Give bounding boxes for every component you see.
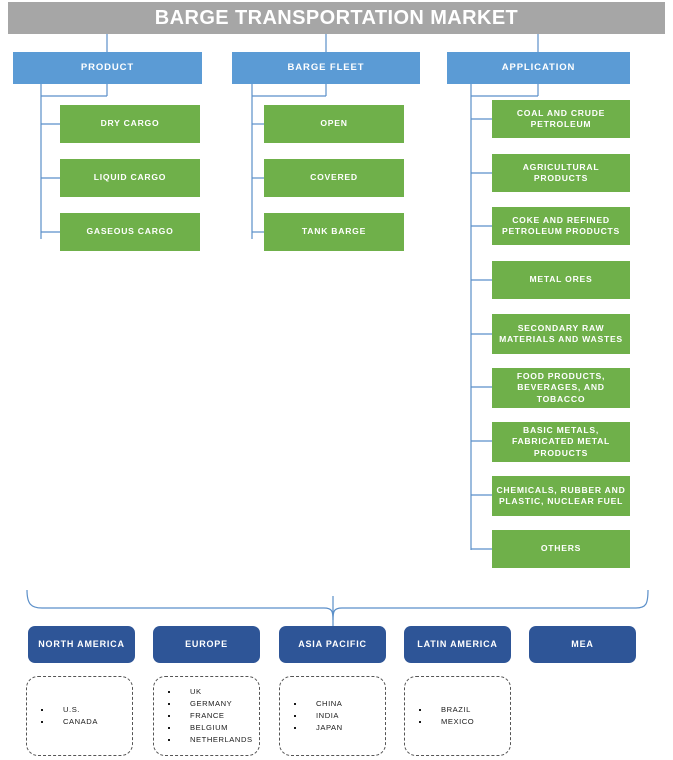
leaf-label: METAL ORES — [529, 274, 593, 285]
country-item: CHINA — [294, 698, 343, 710]
country-item: CANADA — [41, 716, 98, 728]
leaf-application-basic-fabricated-metals[interactable]: BASIC METALS, FABRICATED METAL PRODUCTS — [492, 422, 630, 462]
leaf-label: FOOD PRODUCTS, BEVERAGES, AND TOBACCO — [516, 371, 606, 404]
leaf-fleet-open[interactable]: OPEN — [264, 105, 404, 143]
leaf-label: DRY CARGO — [100, 118, 160, 129]
leaf-fleet-tank-barge[interactable]: TANK BARGE — [264, 213, 404, 251]
leaf-label: CHEMICALS, RUBBER AND PLASTIC, NUCLEAR F… — [496, 484, 626, 506]
country-item: FRANCE — [168, 710, 253, 722]
segment-header-application-label: APPLICATION — [501, 61, 576, 73]
region-label: MEA — [571, 638, 594, 649]
leaf-label: GASEOUS CARGO — [86, 226, 174, 237]
leaf-application-metal-ores[interactable]: METAL ORES — [492, 261, 630, 299]
country-item: INDIA — [294, 710, 343, 722]
country-list-north-america: U.S.CANADA — [27, 704, 98, 728]
leaf-application-coal-crude-petroleum[interactable]: COAL AND CRUDE PETROLEUM — [492, 100, 630, 138]
region-label: EUROPE — [185, 638, 228, 649]
wire-region-bracket — [26, 589, 649, 621]
leaf-label: SECONDARY RAW MATERIALS AND WASTES — [499, 322, 623, 344]
diagram-title-bar: BARGE TRANSPORTATION MARKET — [8, 2, 665, 34]
leaf-application-agricultural-products[interactable]: AGRICULTURAL PRODUCTS — [492, 154, 630, 192]
country-item: BRAZIL — [419, 704, 474, 716]
country-item: GERMANY — [168, 698, 253, 710]
country-item: MEXICO — [419, 716, 474, 728]
region-pill-asia-pacific[interactable]: ASIA PACIFIC — [279, 626, 386, 663]
country-box-north-america: U.S.CANADA — [26, 676, 133, 756]
country-item: JAPAN — [294, 722, 343, 734]
leaf-application-others[interactable]: OTHERS — [492, 530, 630, 568]
leaf-label: COKE AND REFINED PETROLEUM PRODUCTS — [501, 214, 621, 236]
country-item: UK — [168, 686, 253, 698]
leaf-product-dry-cargo[interactable]: DRY CARGO — [60, 105, 200, 143]
leaf-product-gaseous-cargo[interactable]: GASEOUS CARGO — [60, 213, 200, 251]
leaf-label: OTHERS — [540, 543, 582, 554]
leaf-label: LIQUID CARGO — [93, 172, 167, 183]
leaf-application-secondary-raw-materials[interactable]: SECONDARY RAW MATERIALS AND WASTES — [492, 314, 630, 354]
leaf-application-food-beverages-tobacco[interactable]: FOOD PRODUCTS, BEVERAGES, AND TOBACCO — [492, 368, 630, 408]
page-title: BARGE TRANSPORTATION MARKET — [154, 7, 519, 29]
leaf-label: OPEN — [320, 118, 348, 129]
segment-header-application[interactable]: APPLICATION — [447, 52, 630, 84]
region-pill-latin-america[interactable]: LATIN AMERICA — [404, 626, 511, 663]
segment-header-barge-fleet[interactable]: BARGE FLEET — [232, 52, 420, 84]
leaf-label: COVERED — [310, 172, 358, 183]
leaf-application-coke-refined-petroleum[interactable]: COKE AND REFINED PETROLEUM PRODUCTS — [492, 207, 630, 245]
country-item: U.S. — [41, 704, 98, 716]
leaf-label: TANK BARGE — [301, 226, 367, 237]
leaf-application-chemicals-rubber-plastic[interactable]: CHEMICALS, RUBBER AND PLASTIC, NUCLEAR F… — [492, 476, 630, 516]
leaf-label: AGRICULTURAL PRODUCTS — [522, 161, 600, 183]
country-item: BELGIUM — [168, 722, 253, 734]
leaf-product-liquid-cargo[interactable]: LIQUID CARGO — [60, 159, 200, 197]
leaf-label: COAL AND CRUDE PETROLEUM — [516, 107, 606, 129]
region-pill-mea[interactable]: MEA — [529, 626, 636, 663]
country-item: NETHERLANDS — [168, 734, 253, 746]
region-pill-north-america[interactable]: NORTH AMERICA — [28, 626, 135, 663]
region-label: LATIN AMERICA — [417, 638, 498, 649]
region-label: ASIA PACIFIC — [298, 638, 367, 649]
segment-header-product[interactable]: PRODUCT — [13, 52, 202, 84]
region-label: NORTH AMERICA — [38, 638, 125, 649]
segment-header-product-label: PRODUCT — [80, 61, 135, 73]
segment-header-barge-fleet-label: BARGE FLEET — [287, 61, 365, 73]
leaf-fleet-covered[interactable]: COVERED — [264, 159, 404, 197]
leaf-label: BASIC METALS, FABRICATED METAL PRODUCTS — [511, 425, 611, 458]
region-pill-europe[interactable]: EUROPE — [153, 626, 260, 663]
